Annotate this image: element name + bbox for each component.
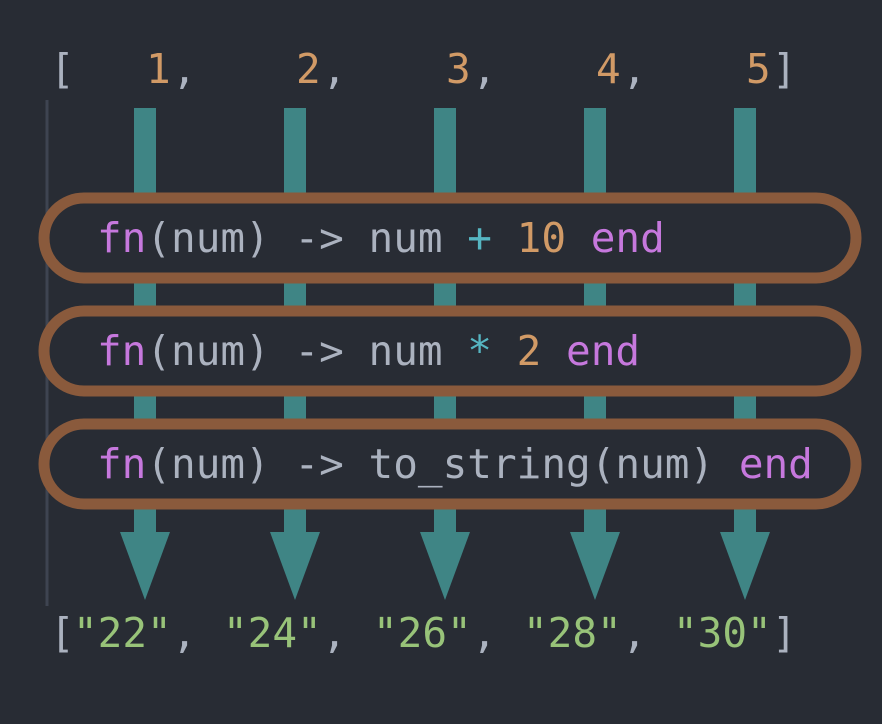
input-close-bracket: ] — [772, 45, 797, 93]
input-open-bracket: [ — [50, 45, 75, 93]
output-close-bracket: ] — [772, 609, 797, 657]
input-separator: , — [622, 45, 647, 93]
input-item: 4 — [596, 45, 621, 93]
arrow-head-icon — [270, 532, 320, 600]
input-list: [ 1 , 2 , 3 , 4 , 5 ] — [0, 45, 882, 93]
output-item: "28" — [523, 609, 622, 657]
arrow-head-icon — [420, 532, 470, 600]
output-separator: , — [322, 609, 347, 657]
function-code-to-string: fn(num) -> to_string(num) end — [97, 440, 813, 488]
input-item: 1 — [146, 45, 171, 93]
output-item: "22" — [73, 609, 172, 657]
function-box-multiply: fn(num) -> num * 2 end — [38, 305, 862, 397]
input-separator: , — [322, 45, 347, 93]
arrow-head-icon — [570, 532, 620, 600]
arrow-head-icon — [120, 532, 170, 600]
output-separator: , — [172, 609, 197, 657]
input-separator: , — [472, 45, 497, 93]
function-code-add: fn(num) -> num + 10 end — [97, 214, 665, 262]
output-separator: , — [622, 609, 647, 657]
output-open-bracket: [ — [50, 609, 75, 657]
function-box-to-string: fn(num) -> to_string(num) end — [38, 418, 862, 510]
input-separator: , — [172, 45, 197, 93]
output-item: "24" — [223, 609, 322, 657]
function-code-multiply: fn(num) -> num * 2 end — [97, 327, 640, 375]
input-item: 3 — [446, 45, 471, 93]
arrow-head-icon — [720, 532, 770, 600]
output-item: "30" — [673, 609, 772, 657]
input-item: 5 — [746, 45, 771, 93]
output-list: [ "22" , "24" , "26" , "28" , "30" ] — [0, 609, 882, 657]
input-item: 2 — [296, 45, 321, 93]
function-box-add: fn(num) -> num + 10 end — [38, 192, 862, 284]
output-item: "26" — [373, 609, 472, 657]
output-separator: , — [472, 609, 497, 657]
